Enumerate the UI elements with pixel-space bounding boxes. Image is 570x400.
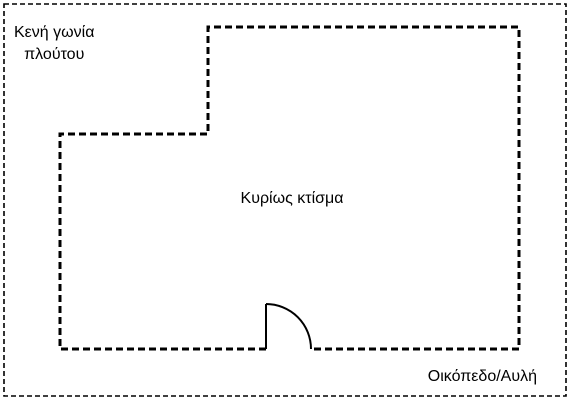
- plot-boundary: [3, 3, 567, 397]
- empty-corner-label-line2: πλούτου: [24, 46, 85, 63]
- door-symbol: [265, 303, 312, 350]
- empty-corner-label-line1: Κενή γωνία: [14, 24, 95, 41]
- main-building-outline: [58, 25, 521, 351]
- empty-corner-label: Κενή γωνία πλούτου: [14, 22, 94, 66]
- main-building-label: Κυρίως κτίσμα: [240, 190, 344, 207]
- door-swing-arc: [265, 303, 312, 350]
- plot-yard-label: Οικόπεδο/Αυλή: [427, 368, 537, 385]
